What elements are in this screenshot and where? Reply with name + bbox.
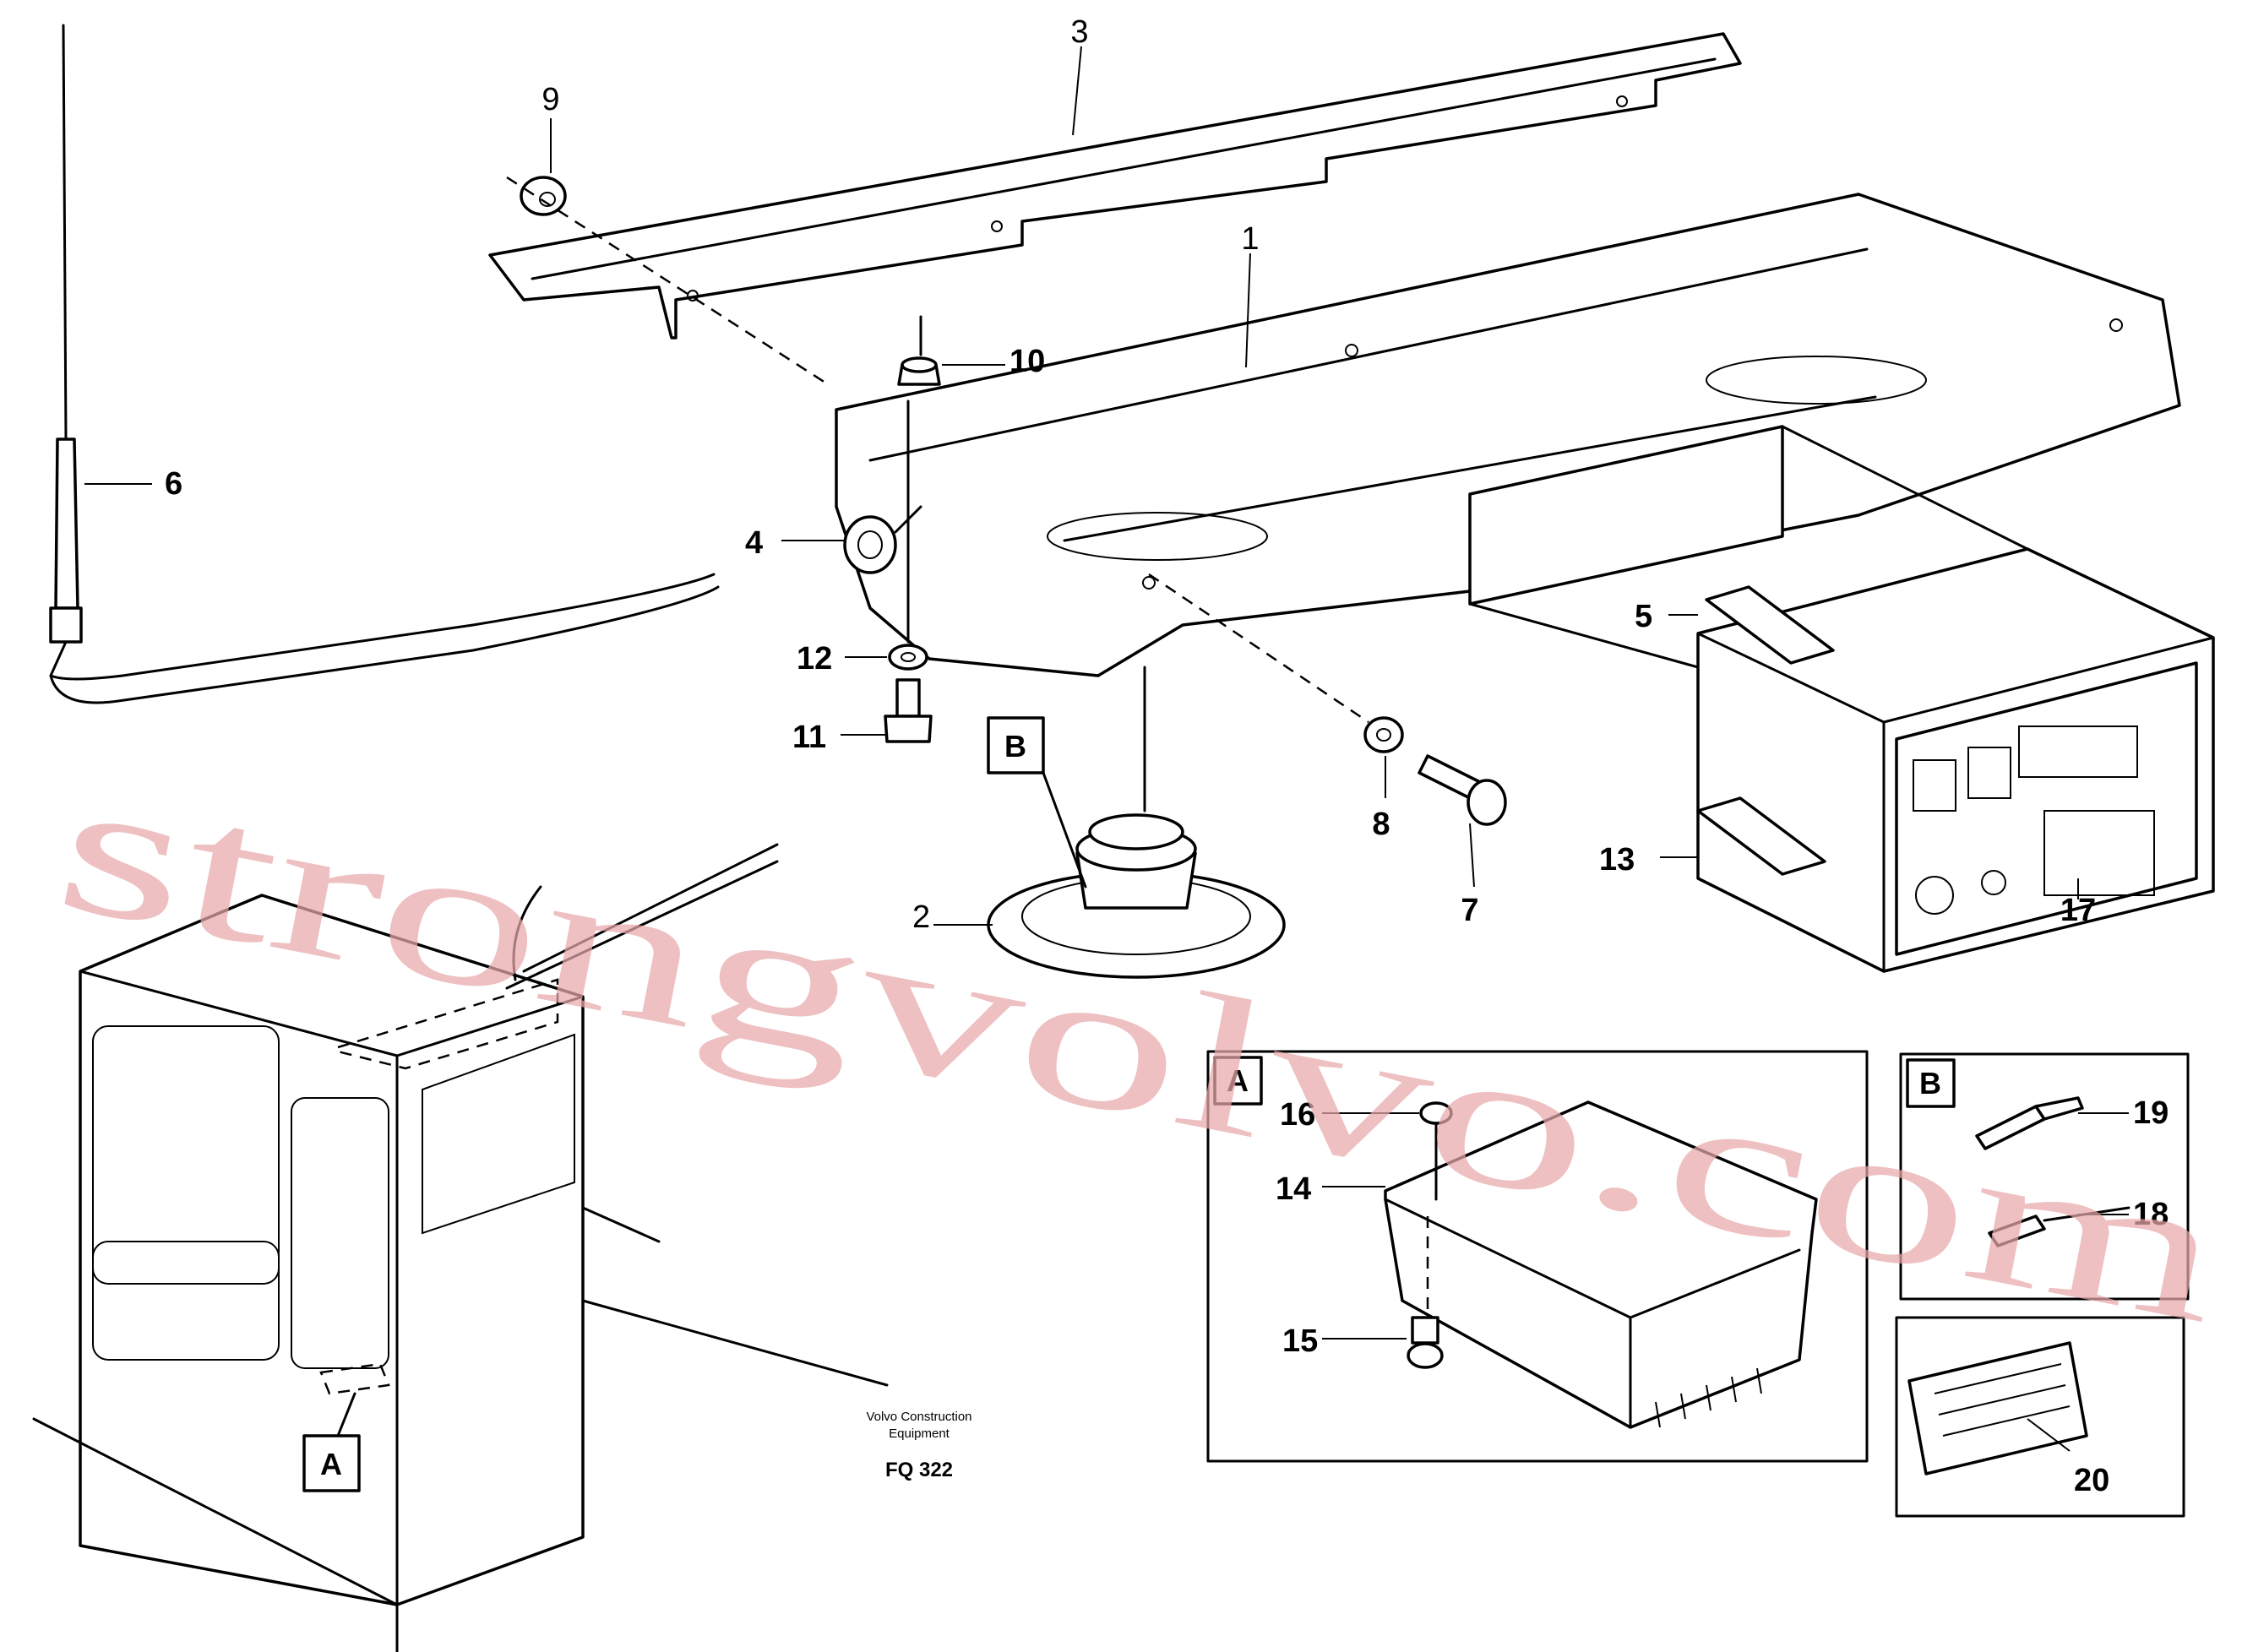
cab-illustration xyxy=(32,843,889,1652)
badge-a-main xyxy=(302,1434,361,1492)
callout-18: 18 xyxy=(2133,1197,2169,1232)
nut-part-9 xyxy=(506,176,829,386)
callout-16: 16 xyxy=(1280,1097,1315,1133)
detail-b-letter: B xyxy=(1919,1066,1941,1100)
figure-code: FQ 322 xyxy=(885,1459,953,1481)
callout-17: 17 xyxy=(2060,893,2096,928)
washer-part-12 xyxy=(888,644,928,671)
callout-3: 3 xyxy=(1070,14,1088,50)
callout-2: 2 xyxy=(912,899,930,935)
callout-8: 8 xyxy=(1372,807,1390,842)
callout-5: 5 xyxy=(1635,599,1652,634)
detail-box-a xyxy=(1206,1050,1869,1463)
strip-part-13 xyxy=(1696,796,1826,876)
strip-part-5 xyxy=(1705,585,1835,665)
callout-13: 13 xyxy=(1599,842,1635,878)
leader-lines xyxy=(84,46,2129,1452)
loudspeaker-part-2 xyxy=(987,666,1286,979)
credit-line-2: Equipment xyxy=(889,1426,950,1441)
callout-10: 10 xyxy=(1009,344,1045,379)
callout-7: 7 xyxy=(1461,893,1478,928)
badge-a-main-letter: A xyxy=(320,1447,342,1481)
callout-9: 9 xyxy=(541,82,559,117)
callout-14: 14 xyxy=(1276,1171,1311,1207)
callout-1: 1 xyxy=(1241,221,1259,257)
badge-b-main xyxy=(987,716,1087,888)
callout-20: 20 xyxy=(2074,1463,2109,1498)
badge-b-main-letter: B xyxy=(1004,729,1026,764)
console-housing-part-1 xyxy=(835,193,2181,677)
trim-rail-part-3 xyxy=(488,32,1742,340)
nut-part-10 xyxy=(897,315,941,386)
callout-15: 15 xyxy=(1282,1323,1318,1359)
detail-box-b xyxy=(1899,1052,2190,1301)
callout-11: 11 xyxy=(792,720,826,755)
radio-part-17 xyxy=(1468,425,2215,973)
callout-6: 6 xyxy=(165,466,182,502)
washer-part-8 xyxy=(1363,716,1404,753)
callout-19: 19 xyxy=(2133,1095,2169,1131)
screw-part-11 xyxy=(884,399,933,743)
credit-line-1: Volvo Construction xyxy=(866,1410,971,1424)
detail-box-20 xyxy=(1895,1316,2185,1518)
callout-12: 12 xyxy=(797,641,832,677)
screw-part-7 xyxy=(1148,573,1507,826)
callout-labels: 3 9 1 10 6 4 12 11 5 8 7 13 17 2 16 14 1… xyxy=(165,14,2169,1498)
antenna-part-6 xyxy=(49,24,720,704)
callout-4: 4 xyxy=(745,525,763,561)
detail-a-letter: A xyxy=(1227,1063,1249,1098)
